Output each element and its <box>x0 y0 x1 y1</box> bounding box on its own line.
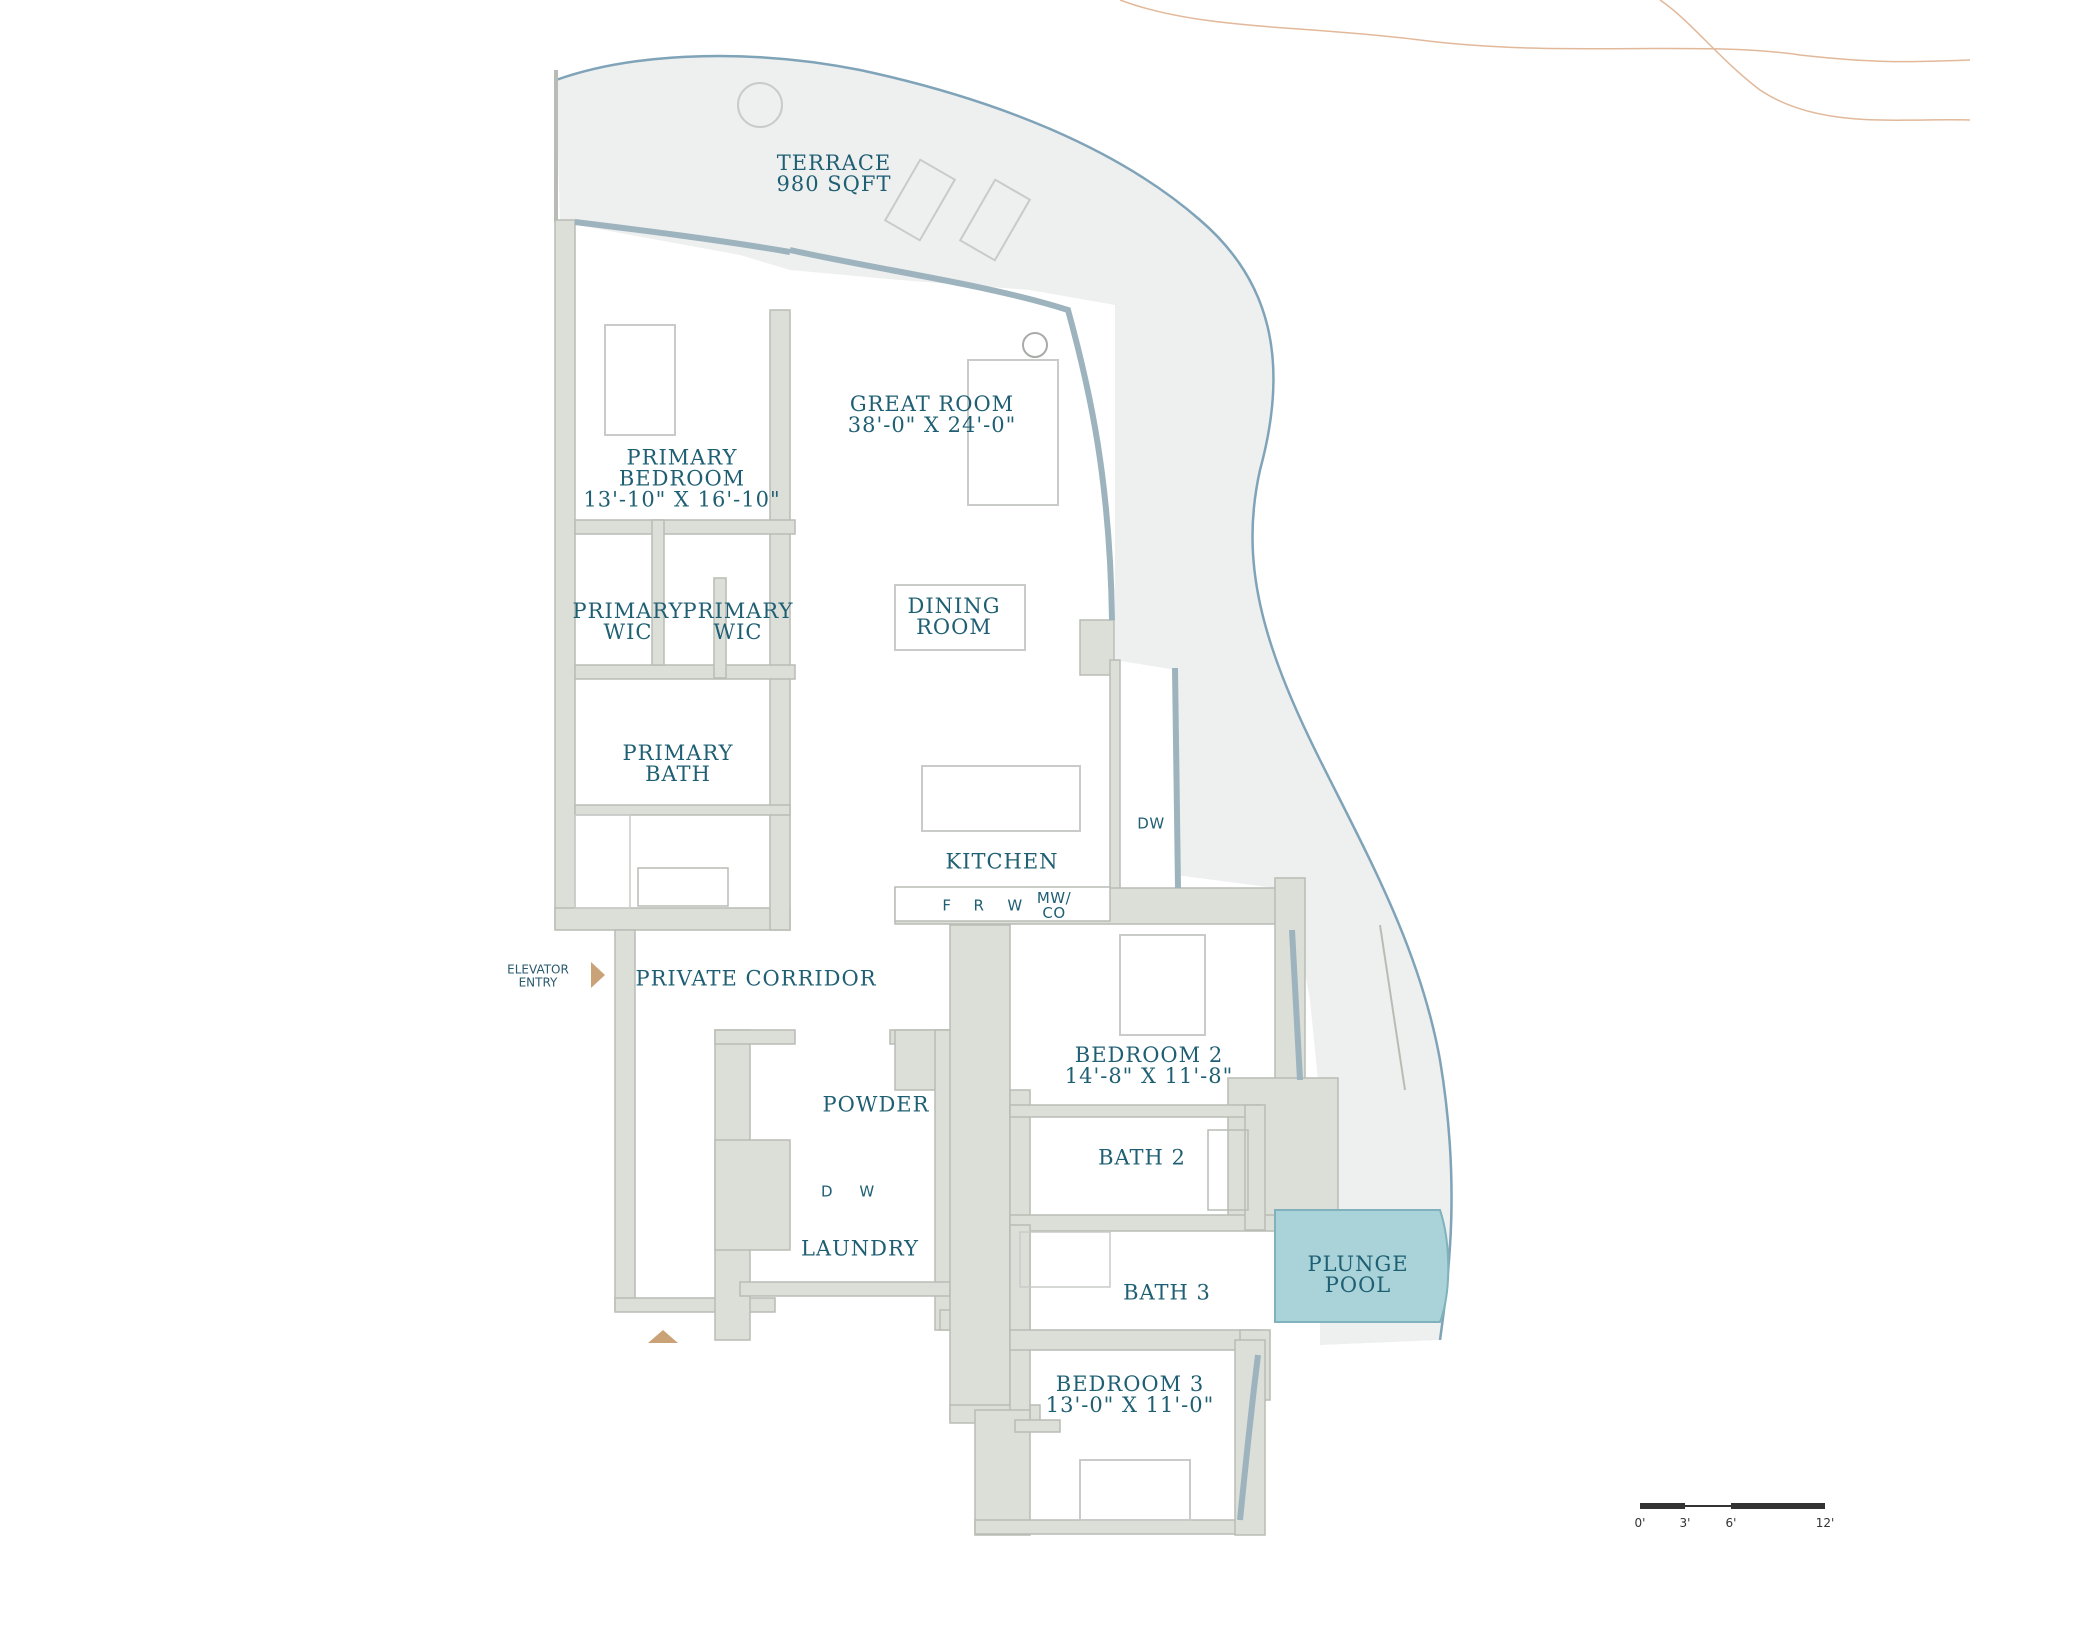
bedroom3-window <box>1237 1354 1261 1521</box>
lounge-chair <box>958 178 1032 262</box>
kitchen-island <box>921 765 1081 832</box>
sofa <box>967 359 1059 506</box>
bedroom2-window <box>1289 929 1303 1081</box>
lounge-chair <box>883 158 957 242</box>
bathtub-bath2 <box>1207 1129 1249 1211</box>
terrace-area <box>556 56 1452 1345</box>
walls <box>554 219 1339 1536</box>
entry-arrow <box>648 1330 678 1343</box>
scale-tick-6: 6' <box>1725 1516 1737 1530</box>
bedroom-window <box>574 219 791 255</box>
laundry-label: LAUNDRY <box>800 1236 920 1261</box>
shower-grid <box>574 814 631 909</box>
shower-grid <box>1019 1231 1111 1288</box>
elevator-entry-arrow <box>591 962 605 988</box>
wine-label: W <box>1007 896 1023 915</box>
range-label: R <box>973 896 985 915</box>
round-table <box>737 82 783 128</box>
dining-table <box>894 584 1026 651</box>
bed-3 <box>1079 1459 1191 1521</box>
bath-3-label: BATH 3 <box>1123 1280 1211 1305</box>
coastline-curve <box>1119 0 1971 63</box>
terrace-railing <box>1379 924 1406 1091</box>
bathtub-primary <box>637 867 729 907</box>
planter <box>1022 332 1048 358</box>
bath-2-label: BATH 2 <box>1098 1145 1186 1170</box>
bed-primary <box>604 324 676 436</box>
scale-tick-12: 12' <box>1815 1516 1835 1530</box>
dryer-label: D <box>820 1182 834 1201</box>
scale-tick-0: 0' <box>1634 1516 1646 1530</box>
kitchen-label: KITCHEN <box>945 849 1059 874</box>
kitchen-dishwasher-label: DW <box>1137 814 1165 833</box>
microwave-label: MW/CO <box>1036 889 1072 922</box>
great-room-window <box>789 247 1115 621</box>
scale-bar <box>1640 1503 1825 1509</box>
bed-2 <box>1119 934 1206 1036</box>
coastline-curve <box>1659 0 1971 121</box>
kitchen-window <box>1172 667 1181 889</box>
washer-label: W <box>859 1182 875 1201</box>
kitchen-counter <box>894 886 1111 922</box>
powder-label: POWDER <box>822 1092 930 1117</box>
private-corridor-label: PRIVATE CORRIDOR <box>635 966 877 991</box>
scale-tick-3: 3' <box>1679 1516 1691 1530</box>
fridge-label: F <box>942 896 952 915</box>
plunge-pool <box>1274 1209 1450 1323</box>
terrace-edge <box>555 54 1453 1341</box>
